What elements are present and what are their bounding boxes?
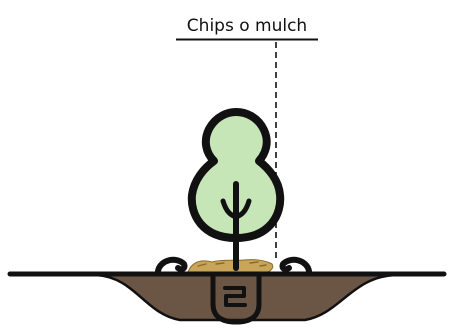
mulch-layer (188, 260, 273, 272)
callout-label: Chips o mulch (187, 16, 307, 36)
soil-hole (96, 275, 395, 320)
tree-icon (192, 112, 280, 268)
